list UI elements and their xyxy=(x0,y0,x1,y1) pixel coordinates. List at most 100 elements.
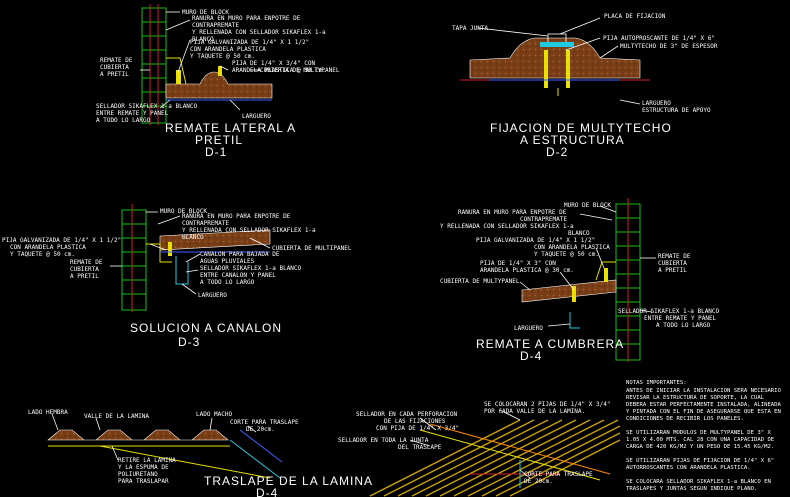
d2-label-tapa: TAPA JUNTA xyxy=(452,25,489,32)
d5-label-corte-2: DE 20cm. xyxy=(524,478,553,485)
d3-remate xyxy=(146,243,172,263)
detail-d4a: MURO DE BLOCK RANURA EN MURO PARA ENPOTR… xyxy=(440,198,720,363)
d1-label-ranura-2: CONTRAPREMATE xyxy=(192,22,239,29)
notes-line: CARGA DE 420 KG/M2 Y UN PESO DE 15.45 KG… xyxy=(626,444,774,450)
d3-canalon xyxy=(175,256,189,285)
d4b-label-retire-3: POLIURETANO xyxy=(118,471,158,478)
notes-line: AUTORROSCANTES CON ARANDELA PLASTICA. xyxy=(626,465,751,471)
d4a-block-wall xyxy=(615,198,641,362)
d3-label-remate-1: REMATE DE xyxy=(70,259,103,266)
d4a-label-ranura-4: BLANCO xyxy=(568,230,590,237)
d1-multypanel xyxy=(165,71,273,99)
d5-label-sellador-b-1: SELLADOR EN TODA LA JUNTA xyxy=(338,437,429,444)
notes-line: Y PINTADA CON EL FIN DE ASEGURARSE QUE E… xyxy=(626,409,781,415)
d1-flashing xyxy=(166,57,187,85)
d1-label-remate-1: REMATE DE xyxy=(100,57,133,64)
d3-label-cubierta: CUBIERTA DE MULTIPANEL xyxy=(272,245,352,252)
d4a-label-remate-3: A PRETIL xyxy=(658,267,687,274)
d3-label-sellador-2: ENTRE CANALON Y PANEL xyxy=(200,272,276,279)
d5-label-pijas-2: POR CADA VALLE DE LA LAMINA. xyxy=(484,408,585,415)
d1-label-remate-2: CUBIERTA xyxy=(100,64,129,71)
d1-label-muro: MURO DE BLOCK xyxy=(182,9,229,16)
d4a-label-pija-3: Y TAQUETE @ 50 cm. xyxy=(534,251,599,258)
d5-lamina-perspective xyxy=(369,419,621,497)
notes-line: DEBERA ESTAR PERFECTAMENTE INSTALADA, AL… xyxy=(626,402,782,408)
d4b-label-lado-macho: LADO MACHO xyxy=(196,411,233,418)
d4a-label-remate-2: CUBIERTA xyxy=(658,260,687,267)
d1-screw-top xyxy=(218,66,222,76)
detail-d4b: LADO HEMBRA VALLE DE LA LAMINA LADO MACH… xyxy=(28,409,373,497)
d1-label-pija-5: ARANDELA PLASTICA @ 30 cm. xyxy=(232,67,326,74)
d2-screw-left xyxy=(544,50,548,88)
d4b-label-retire-2: Y LA ESPUMA DE xyxy=(118,464,169,471)
d1-label-pija-1: PIJA GALVANIZADA DE 1/4" X 1 1/2" xyxy=(190,39,309,46)
d2-label-larguero-1: LARGUERO xyxy=(642,100,671,107)
d4a-label-remate-1: REMATE DE xyxy=(658,253,691,260)
d1-code: D-1 xyxy=(205,145,227,159)
d1-label-ranura-1: RANURA EN MURO PARA ENPOTRE DE xyxy=(192,15,301,22)
notes-line: ANTES DE INICIAR LA INSTALACION SERA NEC… xyxy=(626,388,782,394)
d4b-overlap-line xyxy=(99,445,271,479)
d3-title: SOLUCION A CANALON xyxy=(130,321,282,335)
d3-label-remate-3: A PRETIL xyxy=(70,273,99,280)
d3-leaders xyxy=(110,211,271,295)
d3-label-sellador-3: A TODO LO LARGO xyxy=(200,279,255,286)
d4a-label-pija-5: ARANDELA PLASTICA @ 30 cm. xyxy=(480,267,574,274)
d1-label-larguero: LARGUERO xyxy=(242,113,271,120)
d2-placa-fijacion xyxy=(540,42,574,47)
d5-label-corte-1: CORTE PARA TRASLAPE xyxy=(524,471,593,478)
d3-screw xyxy=(168,242,172,256)
d2-title-line-1: FIJACION DE MULTYTECHO xyxy=(490,121,672,135)
d1-title-line-2: PRETIL xyxy=(195,133,243,147)
d2-title-line-2: A ESTRUCTURA xyxy=(520,133,625,147)
d4a-label-pija-4: PIJA DE 1/4" X 3" CON xyxy=(480,260,556,267)
notes-line: SE COLOCARA SELLADOR SIKAFLEX 1-a BLANCO… xyxy=(626,479,771,485)
d3-label-sellador-1: SELLADOR SIKAFLEX 1-a BLANCO xyxy=(200,265,302,272)
d5-leaders xyxy=(409,409,531,479)
d4a-label-sellador-1: SELLADOR SIKAFLEX 1-a BLANCO xyxy=(618,308,720,315)
d4a-screw-panel xyxy=(572,286,576,302)
d4a-label-sellador-2: ENTRE REMATE Y PANEL xyxy=(644,315,717,322)
d5-label-sellador-a-1: SELLADOR EN CADA PERFORACION xyxy=(356,411,458,418)
d1-label-sellador-2: ENTRE REMATE Y PANEL xyxy=(96,110,169,117)
d4a-multypanel xyxy=(521,279,617,303)
d1-label-cubierta: CUBIERTA DE MULTYPANEL xyxy=(260,67,340,74)
d4b-code: D-4 xyxy=(256,486,278,497)
d3-label-muro: MURO DE BLOCK xyxy=(160,208,207,215)
d4b-label-valle: VALLE DE LA LAMINA xyxy=(84,413,149,420)
d1-label-pija-3: Y TAQUETE @ 50 cm. xyxy=(190,53,255,60)
d4a-label-sellador-3: A TODO LO LARGO xyxy=(656,322,711,329)
d5-label-pijas-1: SE COLOCARAN 2 PIJAS DE 1/4" X 3/4" xyxy=(484,401,610,408)
d4b-label-corte-2: DE 20cm. xyxy=(246,426,275,433)
notes-line: SE UTILIZARAN PIJAS DE FIJACION DE 1/4" … xyxy=(626,458,774,464)
notes-lines: ANTES DE INICIAR LA INSTALACION SERA NEC… xyxy=(626,388,782,492)
d1-leaders xyxy=(140,11,260,111)
d3-code: D-3 xyxy=(178,335,200,349)
d4b-title: TRASLAPE DE LA LAMINA xyxy=(204,474,373,488)
d3-block-wall xyxy=(121,204,147,312)
d2-label-placa: PLACA DE FIJACION xyxy=(604,13,666,20)
detail-d3: MURO DE BLOCK RANURA EN MURO PARA ENPOTR… xyxy=(2,204,352,349)
notes-line: SE UTILIZARAN MODULOS DE MULTYPANEL DE 3… xyxy=(626,430,771,436)
detail-d1: MURO DE BLOCK RANURA EN MURO PARA ENPOTR… xyxy=(96,4,340,159)
detail-d5: SELLADOR EN CADA PERFORACION DE LAS FIJA… xyxy=(338,401,621,497)
d4a-label-muro: MURO DE BLOCK xyxy=(564,202,611,209)
d5-label-sellador-b-2: DEL TRASLAPE xyxy=(398,444,442,451)
d4b-label-corte-1: CORTE PARA TRASLAPE xyxy=(230,419,299,426)
d3-label-ranura-1: RANURA EN MURO PARA ENPOTRE DE xyxy=(182,213,291,220)
d3-label-larguero: LARGUERO xyxy=(198,292,227,299)
d1-label-pija-4: PIJA DE 1/4" X 3/4" CON xyxy=(232,60,315,67)
d4b-label-lado-hembra: LADO HEMBRA xyxy=(28,409,68,416)
d2-label-multy: MULTYTECHO DE 3" DE ESPESOR xyxy=(620,43,718,50)
d4a-code: D-4 xyxy=(520,349,542,363)
d4a-label-larguero: LARGUERO xyxy=(514,325,543,332)
d4a-label-cubierta: CUBIERTA DE MULTYPANEL xyxy=(440,278,520,285)
d3-label-pija-3: Y TAQUETE @ 50 cm. xyxy=(10,251,75,258)
d3-label-ranura-3: Y RELLENADA CON SELLADOR SIKAFLEX 1-a xyxy=(182,227,316,234)
d3-label-canalon-2: AGUAS PLUVIALES xyxy=(200,258,255,265)
d1-label-sellador-1: SELLADOR SIKAFLEX 1-a BLANCO xyxy=(96,103,198,110)
d4a-title: REMATE A CUMBRERA xyxy=(476,337,624,351)
d2-label-pija: PIJA AUTOPROSCANTE DE 1/4" X 6" xyxy=(603,35,715,42)
d2-leaders xyxy=(477,17,641,105)
d1-block-wall xyxy=(141,4,167,125)
